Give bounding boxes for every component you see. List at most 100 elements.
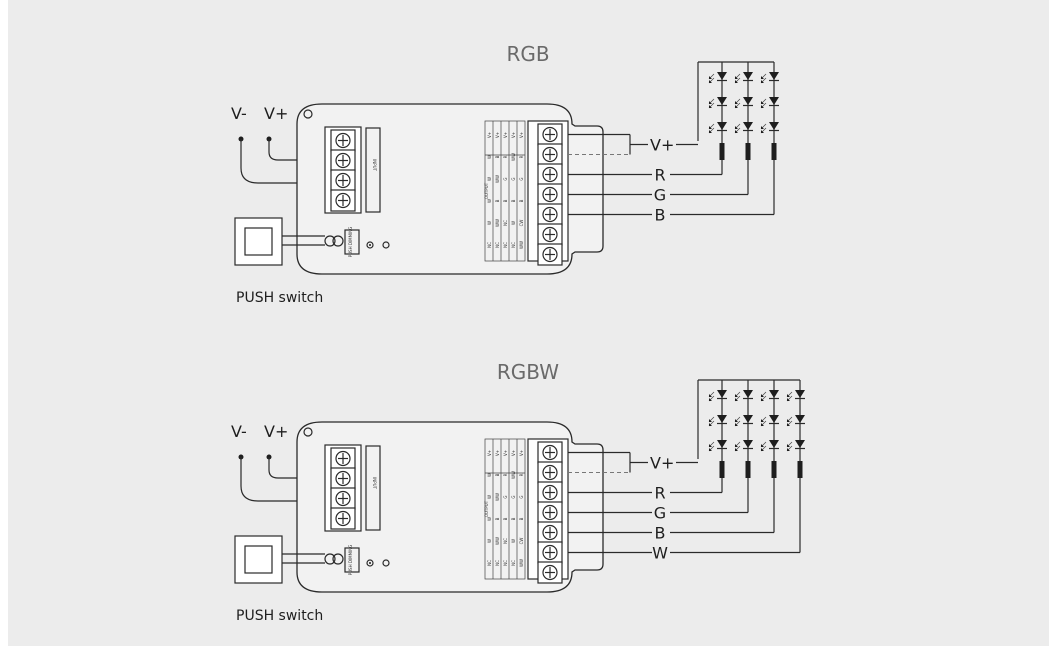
push-switch-button [244,227,273,256]
led-triangle [795,415,805,423]
led-ray-head [787,423,790,426]
input-screw-terminal [330,189,356,212]
supply-negative-wire [240,139,332,184]
output-table-cell: B [503,199,508,202]
output-table-cell: W [487,539,492,543]
screw-head [335,510,351,527]
screw-head [335,490,351,507]
output-table-cell: V+ [511,132,516,138]
output-table-cell: NC [487,560,492,566]
input-label-strip [365,127,381,213]
diagram-title: RGB [506,42,549,66]
led-triangle [743,390,753,398]
indicator-led-dot [369,562,371,564]
led-ray-head [787,448,790,451]
output-table-cell: B [495,155,500,158]
output-screw-terminal [537,163,563,186]
led-ray-head [787,444,790,447]
channel-label-r: R [654,166,665,185]
channel-label-vplus: V+ [650,454,674,473]
output-table-cell: V+ [487,132,492,138]
output-table-cell: CW [519,220,524,227]
led-ray-head [709,444,712,447]
led-ray-head [735,448,738,451]
led-ray-head [761,448,764,451]
led-ray-head [761,394,764,397]
led-ray-head [761,130,764,133]
indicator-led [366,559,374,567]
push-switch-button [244,545,273,574]
screw-head [542,126,558,143]
button-hole [382,559,390,567]
screw-head [542,564,558,581]
output-screw-terminal [537,461,563,484]
output-table-cell: B [503,517,508,520]
led-ray-head [735,419,738,422]
led-icon [708,122,727,134]
output-table-cell: NC [503,538,508,544]
output-table-cell: W [487,199,492,203]
led-ray-head [735,101,738,104]
led-triangle [795,390,805,398]
led-icon [734,122,753,134]
led-triangle [717,72,727,80]
output-mapping-table [484,438,526,580]
resistor [719,143,725,160]
led-ray-head [787,398,790,401]
led-ray-head [787,394,790,397]
output-table-cell: NC [503,220,508,226]
led-icon [760,440,779,452]
mounting-hole [303,109,313,119]
output-table-cell: R [503,473,508,476]
input-label-strip [365,445,381,531]
screw-head [542,226,558,243]
led-ray-head [709,423,712,426]
led-triangle [743,122,753,130]
channel-label-b: B [655,524,666,543]
button-hole [382,241,390,249]
screw-head [542,484,558,501]
output-table-cell: W [487,155,492,159]
supply-positive-label: V+ [264,104,288,123]
output-screw-terminal [537,521,563,544]
led-triangle [769,390,779,398]
output-table-cell: V+ [519,132,524,138]
led-triangle [769,97,779,105]
led-icon [708,390,727,402]
output-table-cell: WW [495,219,500,227]
output-table-cell: W [511,221,516,225]
push-switch-frame [234,535,283,584]
dimming-screw [324,553,336,565]
channel-label-b: B [655,206,666,225]
output-table-cell: G [519,177,524,180]
led-icon [734,97,753,109]
output-table-cell: WW [511,471,516,479]
output-table-cell: V+ [487,450,492,456]
output-table-cell: B [511,517,516,520]
output-table-cell: G [519,495,524,498]
screw-head [542,544,558,561]
output-table-cell: B [495,473,500,476]
output-table-cell: W [511,539,516,543]
push-switch-label: PUSH switch [236,608,323,624]
led-icon [760,97,779,109]
led-ray-head [761,444,764,447]
output-table-cell: NC [511,560,516,566]
output-table-cell: B [519,517,524,520]
led-icon [786,390,805,402]
output-table-cell: W [487,473,492,477]
led-icon [786,415,805,427]
screw-head [542,206,558,223]
supply-positive-label: V+ [264,422,288,441]
supply-negative-label: V- [231,422,247,441]
led-ray-head [709,419,712,422]
output-table-cell: R [519,473,524,476]
led-icon [708,440,727,452]
resistor [797,461,803,478]
resistor [771,143,777,160]
output-screw-terminal [537,223,563,246]
screw-head [335,192,351,209]
input-screw-terminal [330,169,356,192]
output-table-cell: WW [495,537,500,545]
output-table-cell: W [487,177,492,181]
